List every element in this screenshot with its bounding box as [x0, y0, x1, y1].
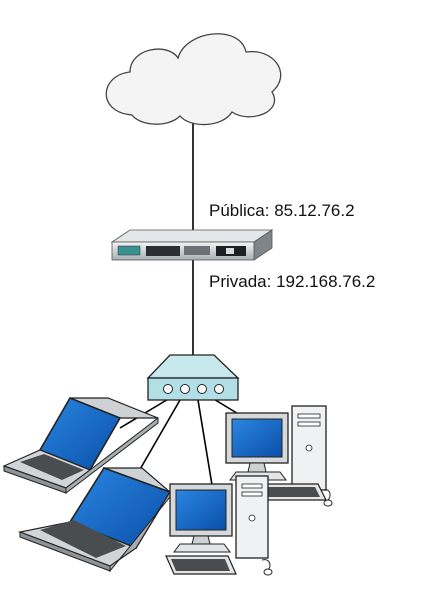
laptop-icon: [17, 467, 172, 573]
public-ip-label: Pública: 85.12.76.2: [209, 201, 355, 220]
router-icon: [110, 229, 274, 261]
cloud-icon: [105, 33, 282, 126]
desktop-computer-icon: [165, 475, 273, 576]
connection-lines: [119, 118, 246, 486]
hub-laptop2-link: [134, 399, 181, 479]
laptop-icon: [2, 396, 159, 495]
desktop-computer-icon: [225, 405, 333, 507]
hub-icon: [146, 354, 240, 401]
private-ip-label: Privada: 192.168.76.2: [209, 272, 376, 291]
hub-desktop-link: [197, 399, 213, 486]
